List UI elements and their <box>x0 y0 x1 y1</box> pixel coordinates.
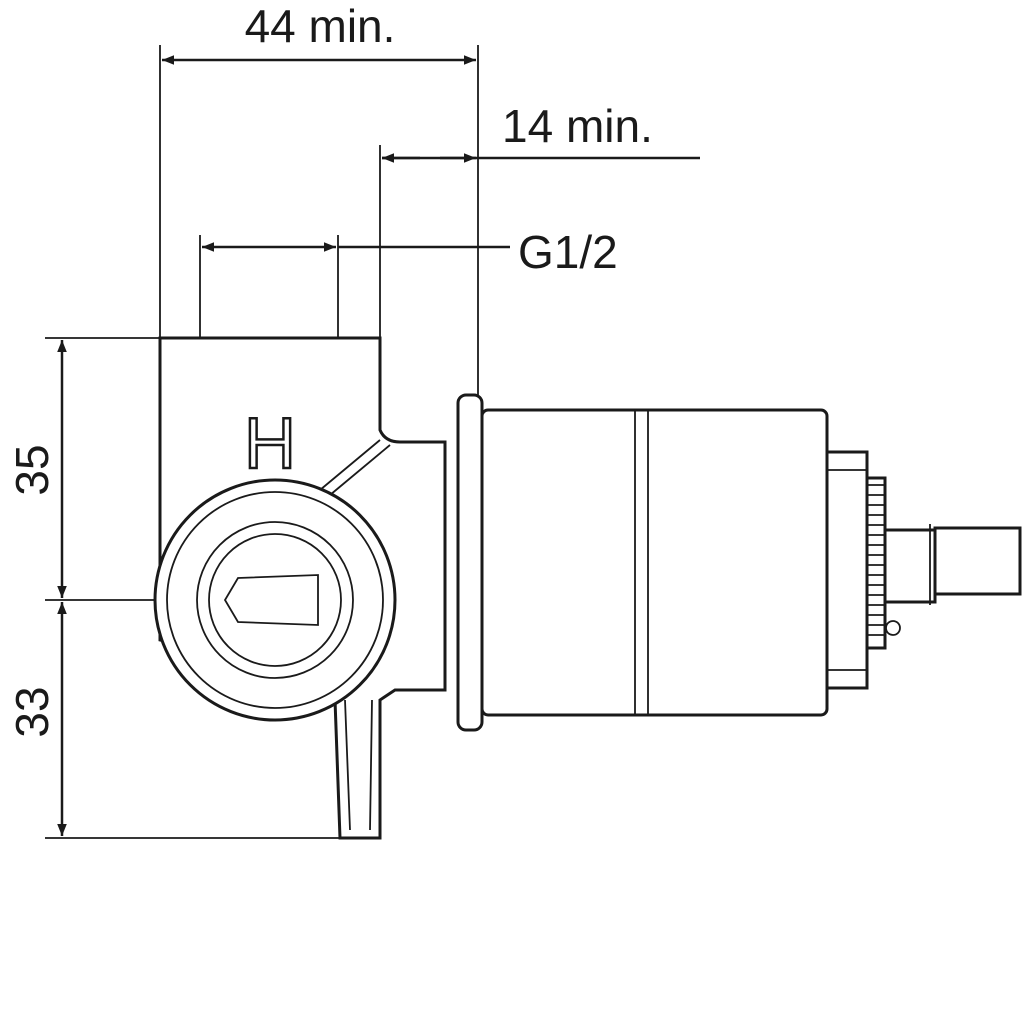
thread-label: G1/2 <box>518 226 618 278</box>
width-label: 44 min. <box>245 0 396 52</box>
dimension-thread: G1/2 <box>202 226 618 278</box>
hot-marking: H <box>243 403 298 486</box>
upper-height-label: 35 <box>6 444 58 495</box>
valve-body <box>153 336 447 840</box>
hot-marking-letter: H <box>244 404 296 484</box>
dimension-heights: 35 33 <box>6 340 67 836</box>
cartridge <box>456 393 1022 732</box>
depth-label: 14 min. <box>502 100 653 152</box>
dimension-depth: 14 min. <box>382 100 700 163</box>
dimension-width: 44 min. <box>162 0 476 65</box>
lower-height-label: 33 <box>6 686 58 737</box>
